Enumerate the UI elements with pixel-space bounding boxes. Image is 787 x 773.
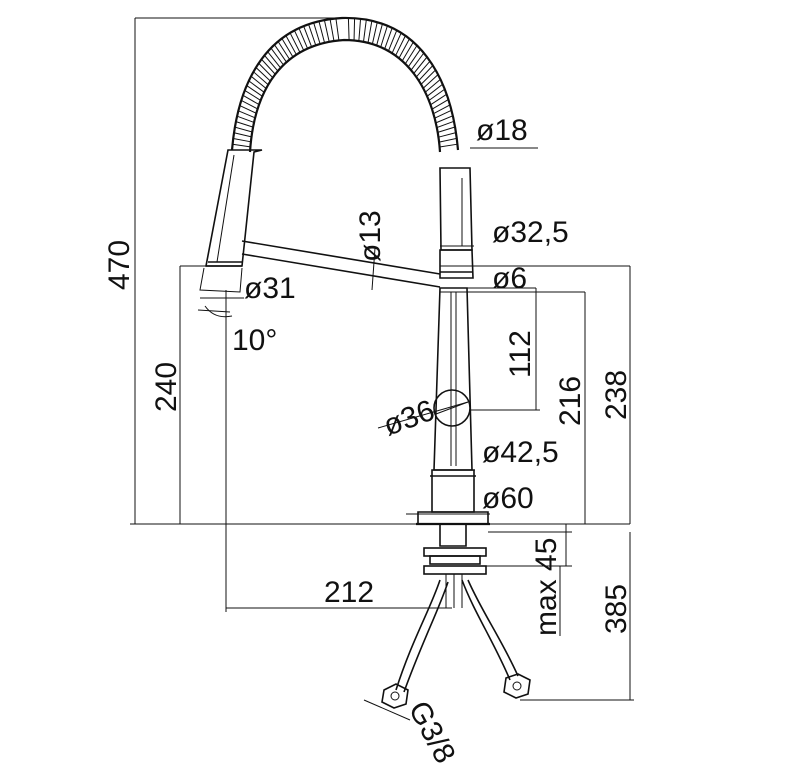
hose-rib [430, 93, 447, 106]
hose-rib [258, 62, 274, 78]
hose-rib [255, 67, 271, 82]
hose-rib [270, 47, 284, 66]
hose-rib [281, 38, 294, 58]
hose-rib [241, 99, 258, 110]
hose-rib [267, 51, 281, 69]
hose-rib [233, 137, 251, 143]
label-base-diameter: ø60 [482, 482, 534, 515]
hose-rib [376, 23, 383, 46]
hose-rib [232, 143, 251, 148]
hose-rib [436, 120, 455, 129]
hose-rib [313, 22, 321, 45]
label-handle-diameter: ø36 [379, 394, 439, 443]
hose-rib [401, 41, 414, 62]
hose-rib [246, 85, 263, 97]
hose-rib [335, 18, 340, 41]
hose-rib [395, 35, 406, 56]
hose-rib [303, 25, 313, 48]
hose-rib [238, 110, 256, 119]
hose-rib [233, 132, 252, 138]
flexible-hose [230, 16, 460, 153]
label-head-diameter: ø31 [244, 272, 296, 305]
hose-rib [274, 44, 287, 63]
hose-rib [410, 52, 425, 71]
hose-rib [422, 74, 439, 89]
hose-rib [438, 137, 457, 143]
label-angle: 10° [232, 324, 277, 357]
hose-rib [248, 80, 265, 93]
hose-rib [236, 115, 255, 123]
hose-rib [384, 27, 393, 50]
hose-rib [362, 19, 367, 42]
spout-tube [241, 240, 441, 288]
label-total-height: 470 [103, 240, 136, 290]
hose-rib [293, 30, 305, 51]
spray-head [199, 149, 263, 293]
hose-rib [239, 105, 257, 114]
hose-rib [380, 25, 388, 48]
label-max-thickness: max 45 [530, 538, 563, 636]
hose-rib [438, 132, 457, 138]
hose-rib [391, 32, 402, 54]
hose-rib [398, 38, 410, 59]
hose-rib [358, 18, 362, 42]
dimension-labels: 470 240 ø18 ø13 ø32,5 ø6 ø31 10° 112 ø36… [103, 114, 633, 769]
label-hose-length: 385 [600, 584, 633, 634]
label-spout-tube-diameter: ø13 [354, 210, 387, 262]
hose-rib [298, 28, 309, 49]
hose-rib [264, 55, 279, 72]
hose-rib [235, 121, 254, 128]
hose-rib [367, 20, 373, 43]
hose-rib [347, 17, 350, 41]
hose-rib [323, 19, 330, 42]
mounting-hardware [423, 523, 487, 608]
hose-rib [420, 69, 436, 85]
hose-rib [435, 115, 453, 124]
hose-rib [308, 24, 317, 46]
hose-rib [418, 65, 434, 81]
supply-hoses [381, 579, 531, 709]
hose-rib [318, 21, 326, 43]
label-hose-diameter: ø18 [476, 114, 528, 147]
label-reach: 212 [324, 576, 374, 609]
label-body-top-diameter: ø32,5 [492, 216, 569, 249]
hose-rib [428, 88, 445, 101]
hose-rib [424, 78, 441, 93]
hose-rib [426, 83, 443, 97]
hose-rib [329, 19, 335, 42]
label-body-diameter: ø42,5 [482, 436, 559, 469]
hose-rib [253, 71, 269, 86]
label-ring-height: 238 [600, 370, 633, 420]
hose-rib [413, 56, 428, 74]
hose-rib [415, 60, 431, 78]
hose-rib [250, 75, 267, 89]
hose-rib [285, 35, 297, 55]
dimension-lines [130, 17, 634, 721]
hose-rib [277, 41, 291, 60]
hose-rib [387, 30, 398, 52]
hose-rib [431, 99, 449, 110]
label-handle-height: 216 [554, 376, 587, 426]
label-spout-height: 240 [150, 362, 183, 412]
faucet-body [416, 167, 490, 526]
hose-rib [433, 104, 451, 115]
hose-rib [437, 126, 456, 133]
hose-rib [439, 143, 458, 148]
hose-rib [261, 58, 276, 75]
label-gap: ø6 [492, 262, 527, 295]
hose-rib [371, 22, 378, 45]
hose-rib [353, 18, 356, 41]
hose-rib [434, 109, 452, 119]
hose-rib [404, 45, 418, 65]
hose-rib [234, 126, 253, 133]
label-thread: G3/8 [402, 696, 462, 769]
label-handle-to-base: 112 [504, 330, 537, 378]
hose-rib [244, 89, 261, 101]
hose-rib [242, 94, 260, 106]
hose-rib [407, 48, 421, 68]
hose-rib [289, 32, 301, 53]
